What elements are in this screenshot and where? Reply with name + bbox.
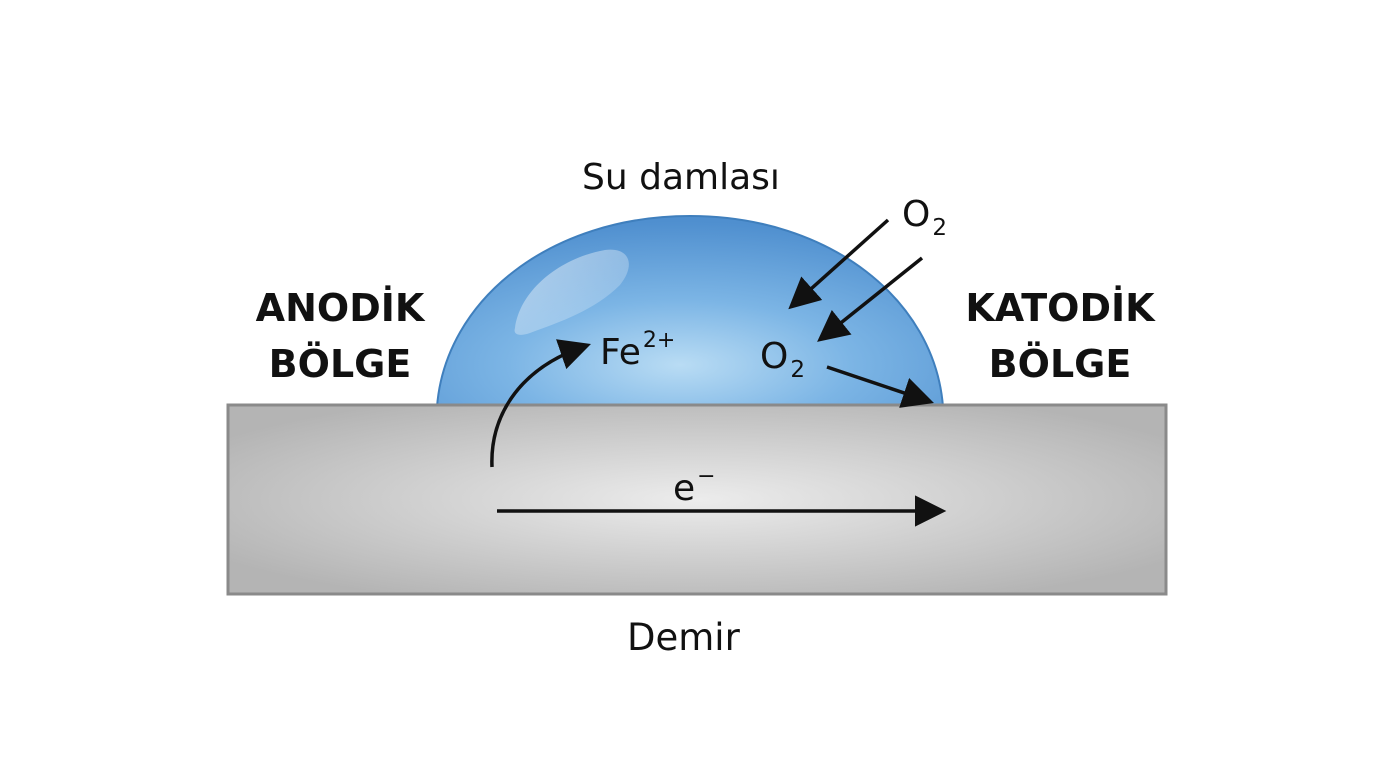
oxygen-mid-subscript: 2 xyxy=(790,357,805,383)
oxygen-arrow-second xyxy=(817,256,924,342)
anodic-zone-line1: ANODİK xyxy=(255,286,425,330)
anodic-zone-line2: BÖLGE xyxy=(268,342,412,386)
oxygen-mid-symbol: O xyxy=(760,336,789,377)
cathodic-zone-line2: BÖLGE xyxy=(988,342,1132,386)
anodic-zone-label: ANODİK BÖLGE xyxy=(240,280,440,392)
water-drop-label: Su damlası xyxy=(582,157,780,198)
metal-label: Demir xyxy=(627,616,740,659)
iron-ion-symbol: Fe xyxy=(600,332,641,373)
cathodic-zone-label: KATODİK BÖLGE xyxy=(955,280,1165,392)
oxygen-top-subscript: 2 xyxy=(932,215,947,241)
water-drop xyxy=(435,214,945,408)
iron-ion-label: Fe2+ xyxy=(600,330,675,371)
oxygen-arrow-top xyxy=(788,218,890,310)
oxygen-label-middle: O2 xyxy=(760,339,805,382)
oxygen-label-top: O2 xyxy=(902,197,947,240)
electron-label: e− xyxy=(673,466,716,507)
oxygen-arrow-to-surface xyxy=(826,365,934,408)
iron-ion-charge: 2+ xyxy=(642,328,676,353)
cathodic-zone-line1: KATODİK xyxy=(965,286,1155,330)
water-drop-highlight xyxy=(514,249,629,335)
electron-charge: − xyxy=(697,464,716,489)
oxygen-top-symbol: O xyxy=(902,194,931,235)
electron-symbol: e xyxy=(673,468,696,509)
iron-ion-arrow xyxy=(490,339,591,468)
iron-bar xyxy=(226,403,1168,596)
